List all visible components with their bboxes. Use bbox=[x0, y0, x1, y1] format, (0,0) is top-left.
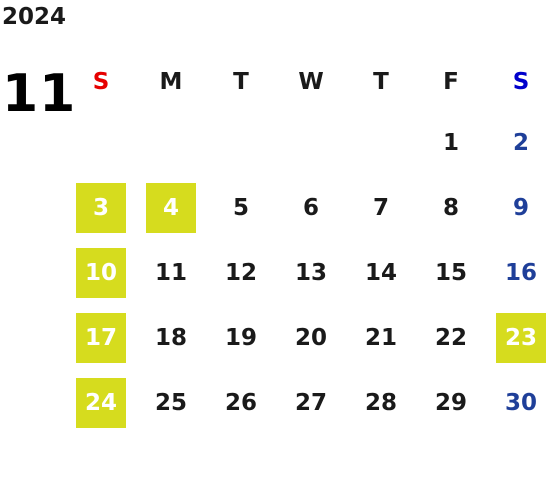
calendar-day-26[interactable]: 26 bbox=[224, 390, 257, 416]
calendar-day-24[interactable]: 24 bbox=[76, 378, 126, 428]
calendar-day-21[interactable]: 21 bbox=[364, 325, 397, 351]
calendar-day-23[interactable]: 23 bbox=[496, 313, 546, 363]
calendar-day-30[interactable]: 30 bbox=[504, 390, 537, 416]
calendar-day-28[interactable]: 28 bbox=[364, 390, 397, 416]
calendar-year: 2024 bbox=[2, 4, 67, 30]
calendar-day-22[interactable]: 22 bbox=[434, 325, 467, 351]
calendar-day-11[interactable]: 11 bbox=[154, 260, 187, 286]
calendar-day-12[interactable]: 12 bbox=[224, 260, 257, 286]
calendar-day-2[interactable]: 2 bbox=[512, 130, 529, 156]
calendar-day-14[interactable]: 14 bbox=[364, 260, 397, 286]
calendar-day-20[interactable]: 20 bbox=[294, 325, 327, 351]
calendar-day-25[interactable]: 25 bbox=[154, 390, 187, 416]
calendar-day-1[interactable]: 1 bbox=[442, 130, 459, 156]
calendar-day-27[interactable]: 27 bbox=[294, 390, 327, 416]
calendar-day-18[interactable]: 18 bbox=[154, 325, 187, 351]
calendar-day-6[interactable]: 6 bbox=[302, 195, 319, 221]
calendar-day-4[interactable]: 4 bbox=[146, 183, 196, 233]
calendar-day-17[interactable]: 17 bbox=[76, 313, 126, 363]
calendar-day-7[interactable]: 7 bbox=[372, 195, 389, 221]
calendar-day-10[interactable]: 10 bbox=[76, 248, 126, 298]
calendar-day-3[interactable]: 3 bbox=[76, 183, 126, 233]
calendar-day-13[interactable]: 13 bbox=[294, 260, 327, 286]
calendar-day-29[interactable]: 29 bbox=[434, 390, 467, 416]
calendar-day-19[interactable]: 19 bbox=[224, 325, 257, 351]
weekday-monday: M bbox=[159, 69, 183, 95]
calendar-day-8[interactable]: 8 bbox=[442, 195, 459, 221]
calendar-day-9[interactable]: 9 bbox=[512, 195, 529, 221]
weekday-tuesday: T bbox=[233, 69, 249, 95]
calendar-day-15[interactable]: 15 bbox=[434, 260, 467, 286]
weekday-saturday: S bbox=[512, 69, 530, 95]
calendar-month: 11 bbox=[2, 64, 77, 124]
weekday-header-row: S M T W T F S bbox=[66, 62, 548, 102]
weekday-thursday: T bbox=[373, 69, 389, 95]
weekday-friday: F bbox=[443, 69, 459, 95]
weekday-wednesday: W bbox=[298, 69, 324, 95]
weekday-sunday: S bbox=[92, 69, 110, 95]
calendar-day-5[interactable]: 5 bbox=[232, 195, 249, 221]
calendar-day-16[interactable]: 16 bbox=[504, 260, 537, 286]
